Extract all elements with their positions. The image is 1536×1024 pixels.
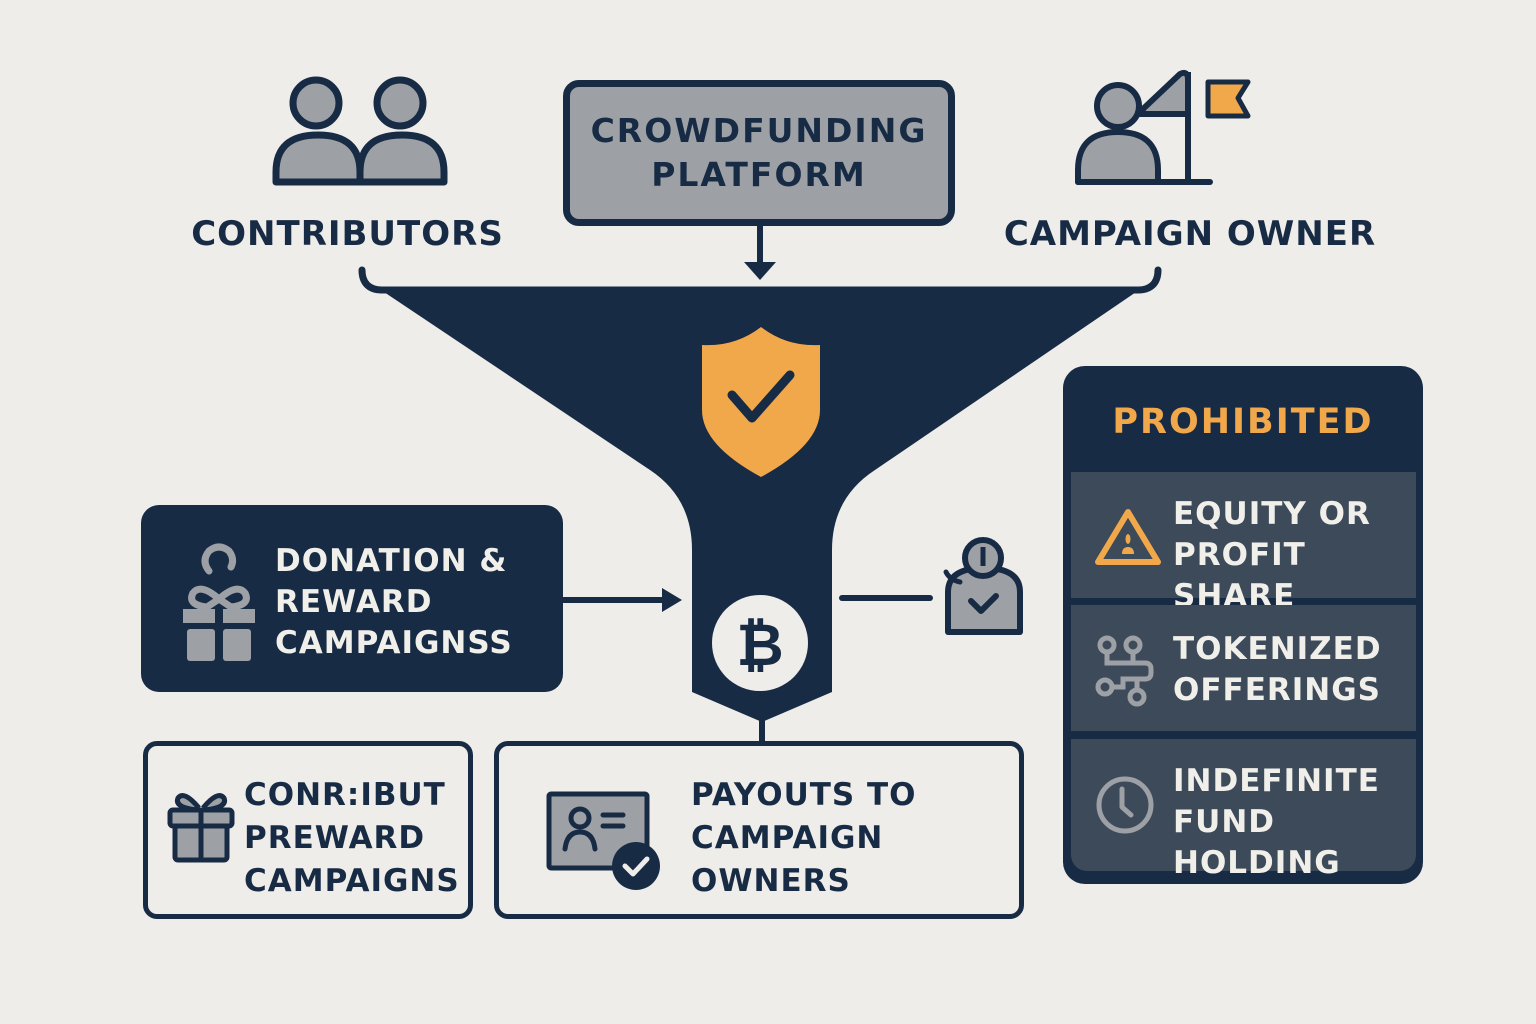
prohibited-title: PROHIBITED [1112, 402, 1374, 442]
donation-arrow [563, 588, 682, 612]
gift-icon [183, 543, 255, 661]
payouts-line-2: CAMPAIGN [691, 820, 884, 856]
contributors-label: CONTRIBUTORS [191, 214, 504, 254]
donation-line-3: CAMPAIGNSS [275, 625, 513, 661]
contribute-line-3: CAMPAIGNS [244, 863, 460, 899]
payouts-text: PAYOUTS TO CAMPAIGN OWNERS [691, 774, 917, 903]
id-card-check-icon [546, 791, 660, 890]
payouts-line-1: PAYOUTS TO [691, 777, 917, 813]
tokenized-line-2: OFFERINGS [1173, 672, 1382, 708]
platform-arrow [744, 226, 776, 280]
indefinite-line-1: INDEFINITE [1173, 763, 1380, 799]
gift-icon [167, 793, 235, 863]
tokenized-line-1: TOKENIZED [1173, 631, 1382, 667]
shield-check-icon [702, 327, 820, 477]
prohibited-item-tokenized: TOKENIZED OFFERINGS [1071, 605, 1416, 731]
crowdfunding-platform-box: CROWDFUNDING PLATFORM [563, 80, 955, 226]
circuit-token-icon [1095, 635, 1154, 707]
clock-icon [1096, 776, 1154, 834]
svg-text:₿: ₿ [736, 611, 783, 679]
prohibited-item-indefinite: INDEFINITE FUND HOLDING [1071, 739, 1416, 881]
contribute-reward-text: CONR:IBUT PREWARD CAMPAIGNS [244, 774, 460, 903]
donation-line-2: REWARD [275, 584, 433, 620]
donation-reward-text: DONATION & REWARD CAMPAIGNSS [275, 541, 513, 664]
indefinite-line-2: FUND HOLDING [1173, 804, 1341, 881]
tokenized-text: TOKENIZED OFFERINGS [1173, 629, 1382, 711]
bitcoin-icon: ₿ [712, 595, 808, 691]
platform-title-line2: PLATFORM [651, 155, 867, 194]
contribute-reward-box: CONR:IBUT PREWARD CAMPAIGNS [143, 741, 473, 919]
funnel [358, 266, 1162, 745]
person-with-flag-icon [1075, 69, 1251, 185]
payouts-line-3: OWNERS [691, 863, 851, 899]
warning-triangle-icon [1095, 509, 1161, 565]
payouts-box: PAYOUTS TO CAMPAIGN OWNERS [494, 741, 1024, 919]
two-people-icon [272, 76, 448, 186]
contribute-line-1: CONR:IBUT [244, 777, 446, 813]
contribute-line-2: PREWARD [244, 820, 426, 856]
verified-person-icon [943, 537, 1023, 635]
donation-reward-box: DONATION & REWARD CAMPAIGNSS [141, 505, 563, 692]
campaign-owner-label: CAMPAIGN OWNER [1003, 214, 1377, 254]
equity-line-1: EQUITY OR [1173, 496, 1371, 532]
platform-title-line1: CROWDFUNDING [590, 111, 928, 150]
prohibited-item-equity: EQUITY OR PROFIT SHARE [1071, 472, 1416, 614]
equity-text: EQUITY OR PROFIT SHARE [1173, 494, 1416, 617]
indefinite-text: INDEFINITE FUND HOLDING [1173, 761, 1416, 884]
donation-line-1: DONATION & [275, 543, 508, 579]
